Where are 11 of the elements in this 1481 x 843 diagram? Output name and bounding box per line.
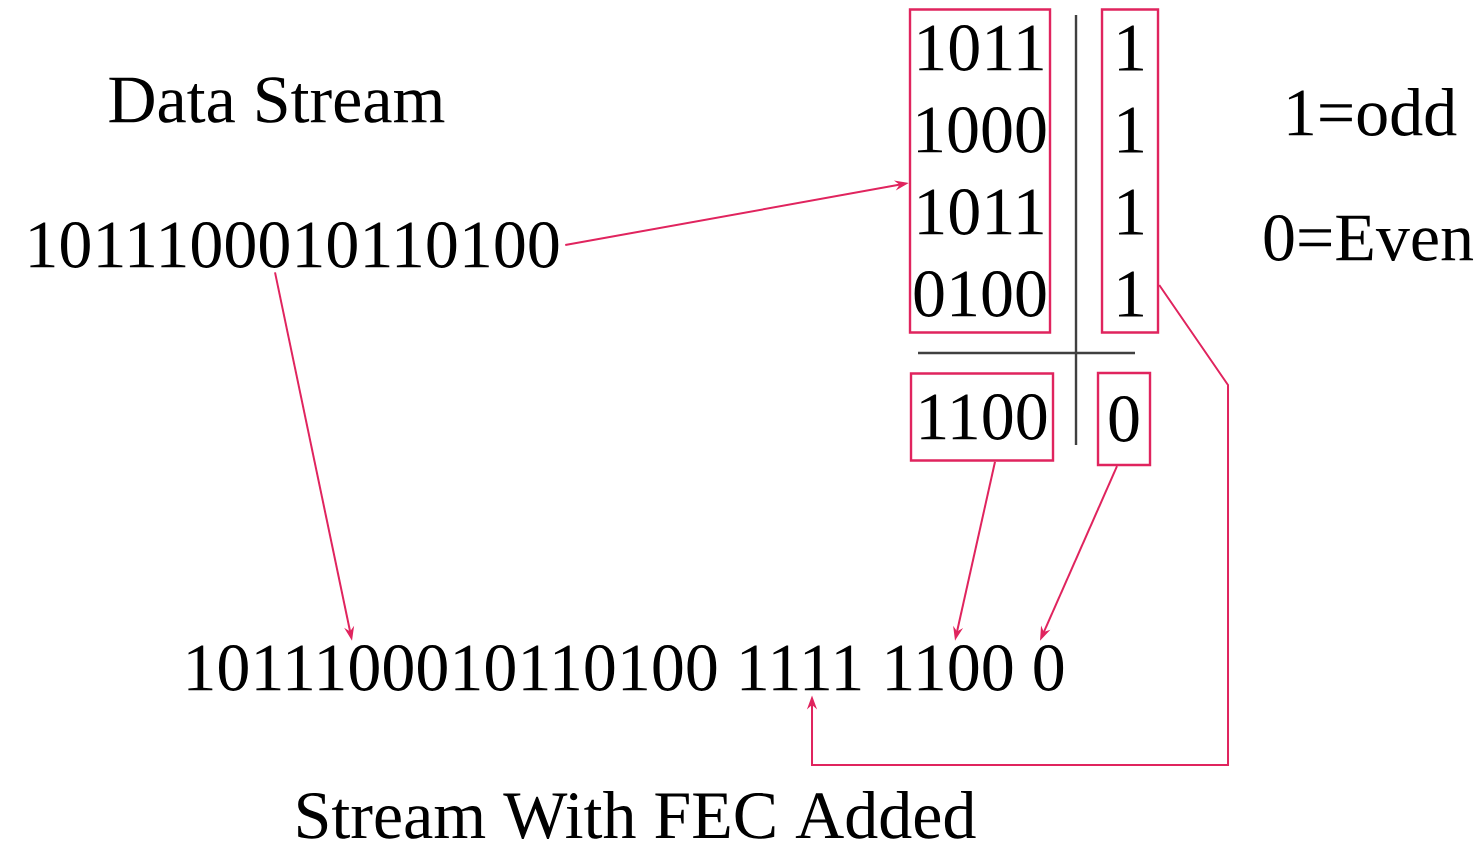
bit-box: 0 [1096, 371, 1152, 467]
bit-box: 1100 [909, 372, 1055, 462]
label: 1=odd [1288, 88, 1457, 136]
bit-stream: 1011100010110100 1111 1100 0 [188, 645, 1064, 691]
bit-stream: 1011100010110100 [30, 222, 559, 268]
arrow [806, 284, 1229, 766]
label: Stream With FEC Added [298, 790, 976, 840]
label: 0=Even [1264, 215, 1474, 261]
bit-box: 1011 1000 1011 0100 [908, 8, 1052, 334]
bit-box: 1 1 1 1 [1100, 8, 1160, 334]
label: Data Stream [109, 77, 445, 123]
